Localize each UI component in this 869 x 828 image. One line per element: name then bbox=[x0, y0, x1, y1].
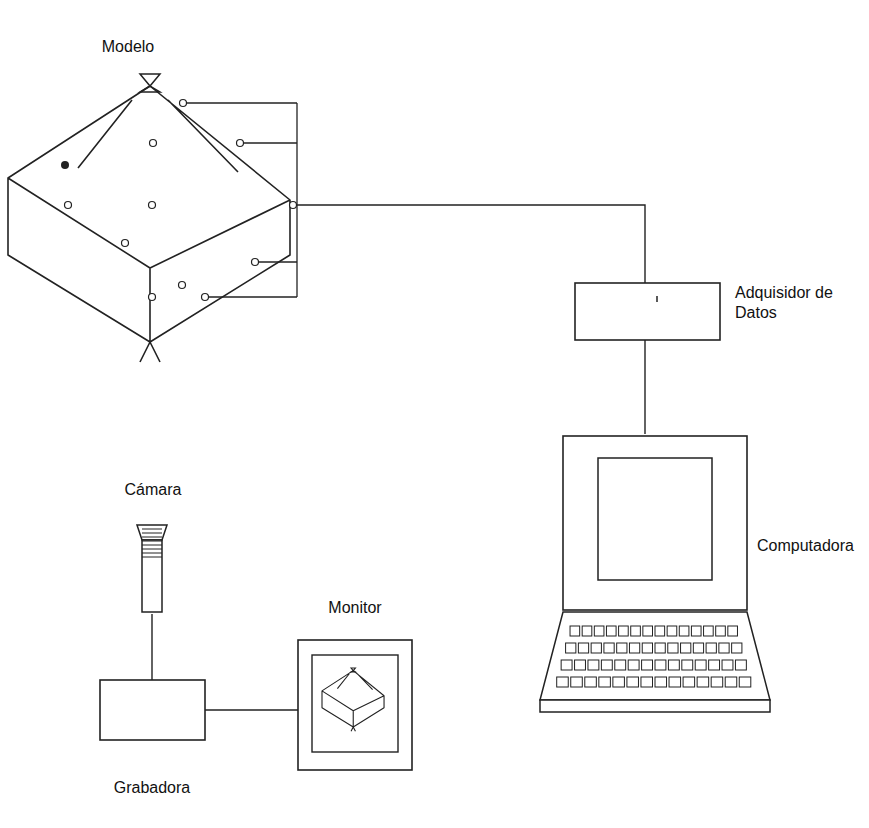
sensor-point bbox=[252, 259, 259, 266]
node-label: Modelo bbox=[102, 37, 154, 57]
signal-cable bbox=[644, 340, 645, 434]
node-label: Adquisidor de Datos bbox=[735, 283, 835, 323]
computer: Computadora bbox=[538, 434, 772, 714]
signal-cable bbox=[292, 205, 645, 283]
camera-outline bbox=[136, 523, 168, 614]
model: Modelo bbox=[5, 70, 292, 365]
node-label: Grabadora bbox=[114, 778, 191, 798]
node-label: Cámara bbox=[125, 480, 182, 500]
node-label: Computadora bbox=[757, 536, 854, 556]
sensor-dot bbox=[61, 161, 69, 169]
sensor-point bbox=[122, 240, 129, 247]
sensor-point bbox=[237, 140, 244, 147]
computer-outline bbox=[538, 434, 772, 714]
sensor-point bbox=[149, 202, 156, 209]
data-acquisition-box: Adquisidor de Datos bbox=[575, 283, 720, 340]
sensor-point bbox=[202, 294, 209, 301]
monitor-outline bbox=[298, 640, 412, 770]
signal-cable bbox=[205, 709, 298, 710]
sensor-point bbox=[150, 140, 157, 147]
recorder-box-outline bbox=[100, 680, 205, 740]
sensor-point bbox=[149, 294, 156, 301]
monitor: Monitor bbox=[298, 640, 412, 770]
sensor-point bbox=[179, 282, 186, 289]
signal-cable bbox=[151, 614, 152, 680]
model-outline bbox=[5, 70, 292, 365]
sensor-point bbox=[290, 202, 297, 209]
sensor-wire bbox=[187, 102, 297, 103]
recorder-box: Grabadora bbox=[100, 680, 205, 740]
wire-bus bbox=[296, 103, 297, 297]
data-acquisition-box-outline bbox=[575, 283, 720, 340]
sensor-point bbox=[65, 202, 72, 209]
camera: Cámara bbox=[136, 523, 168, 614]
sensor-point bbox=[180, 100, 187, 107]
sensor-wire bbox=[244, 142, 297, 143]
node-label: Monitor bbox=[328, 598, 381, 618]
